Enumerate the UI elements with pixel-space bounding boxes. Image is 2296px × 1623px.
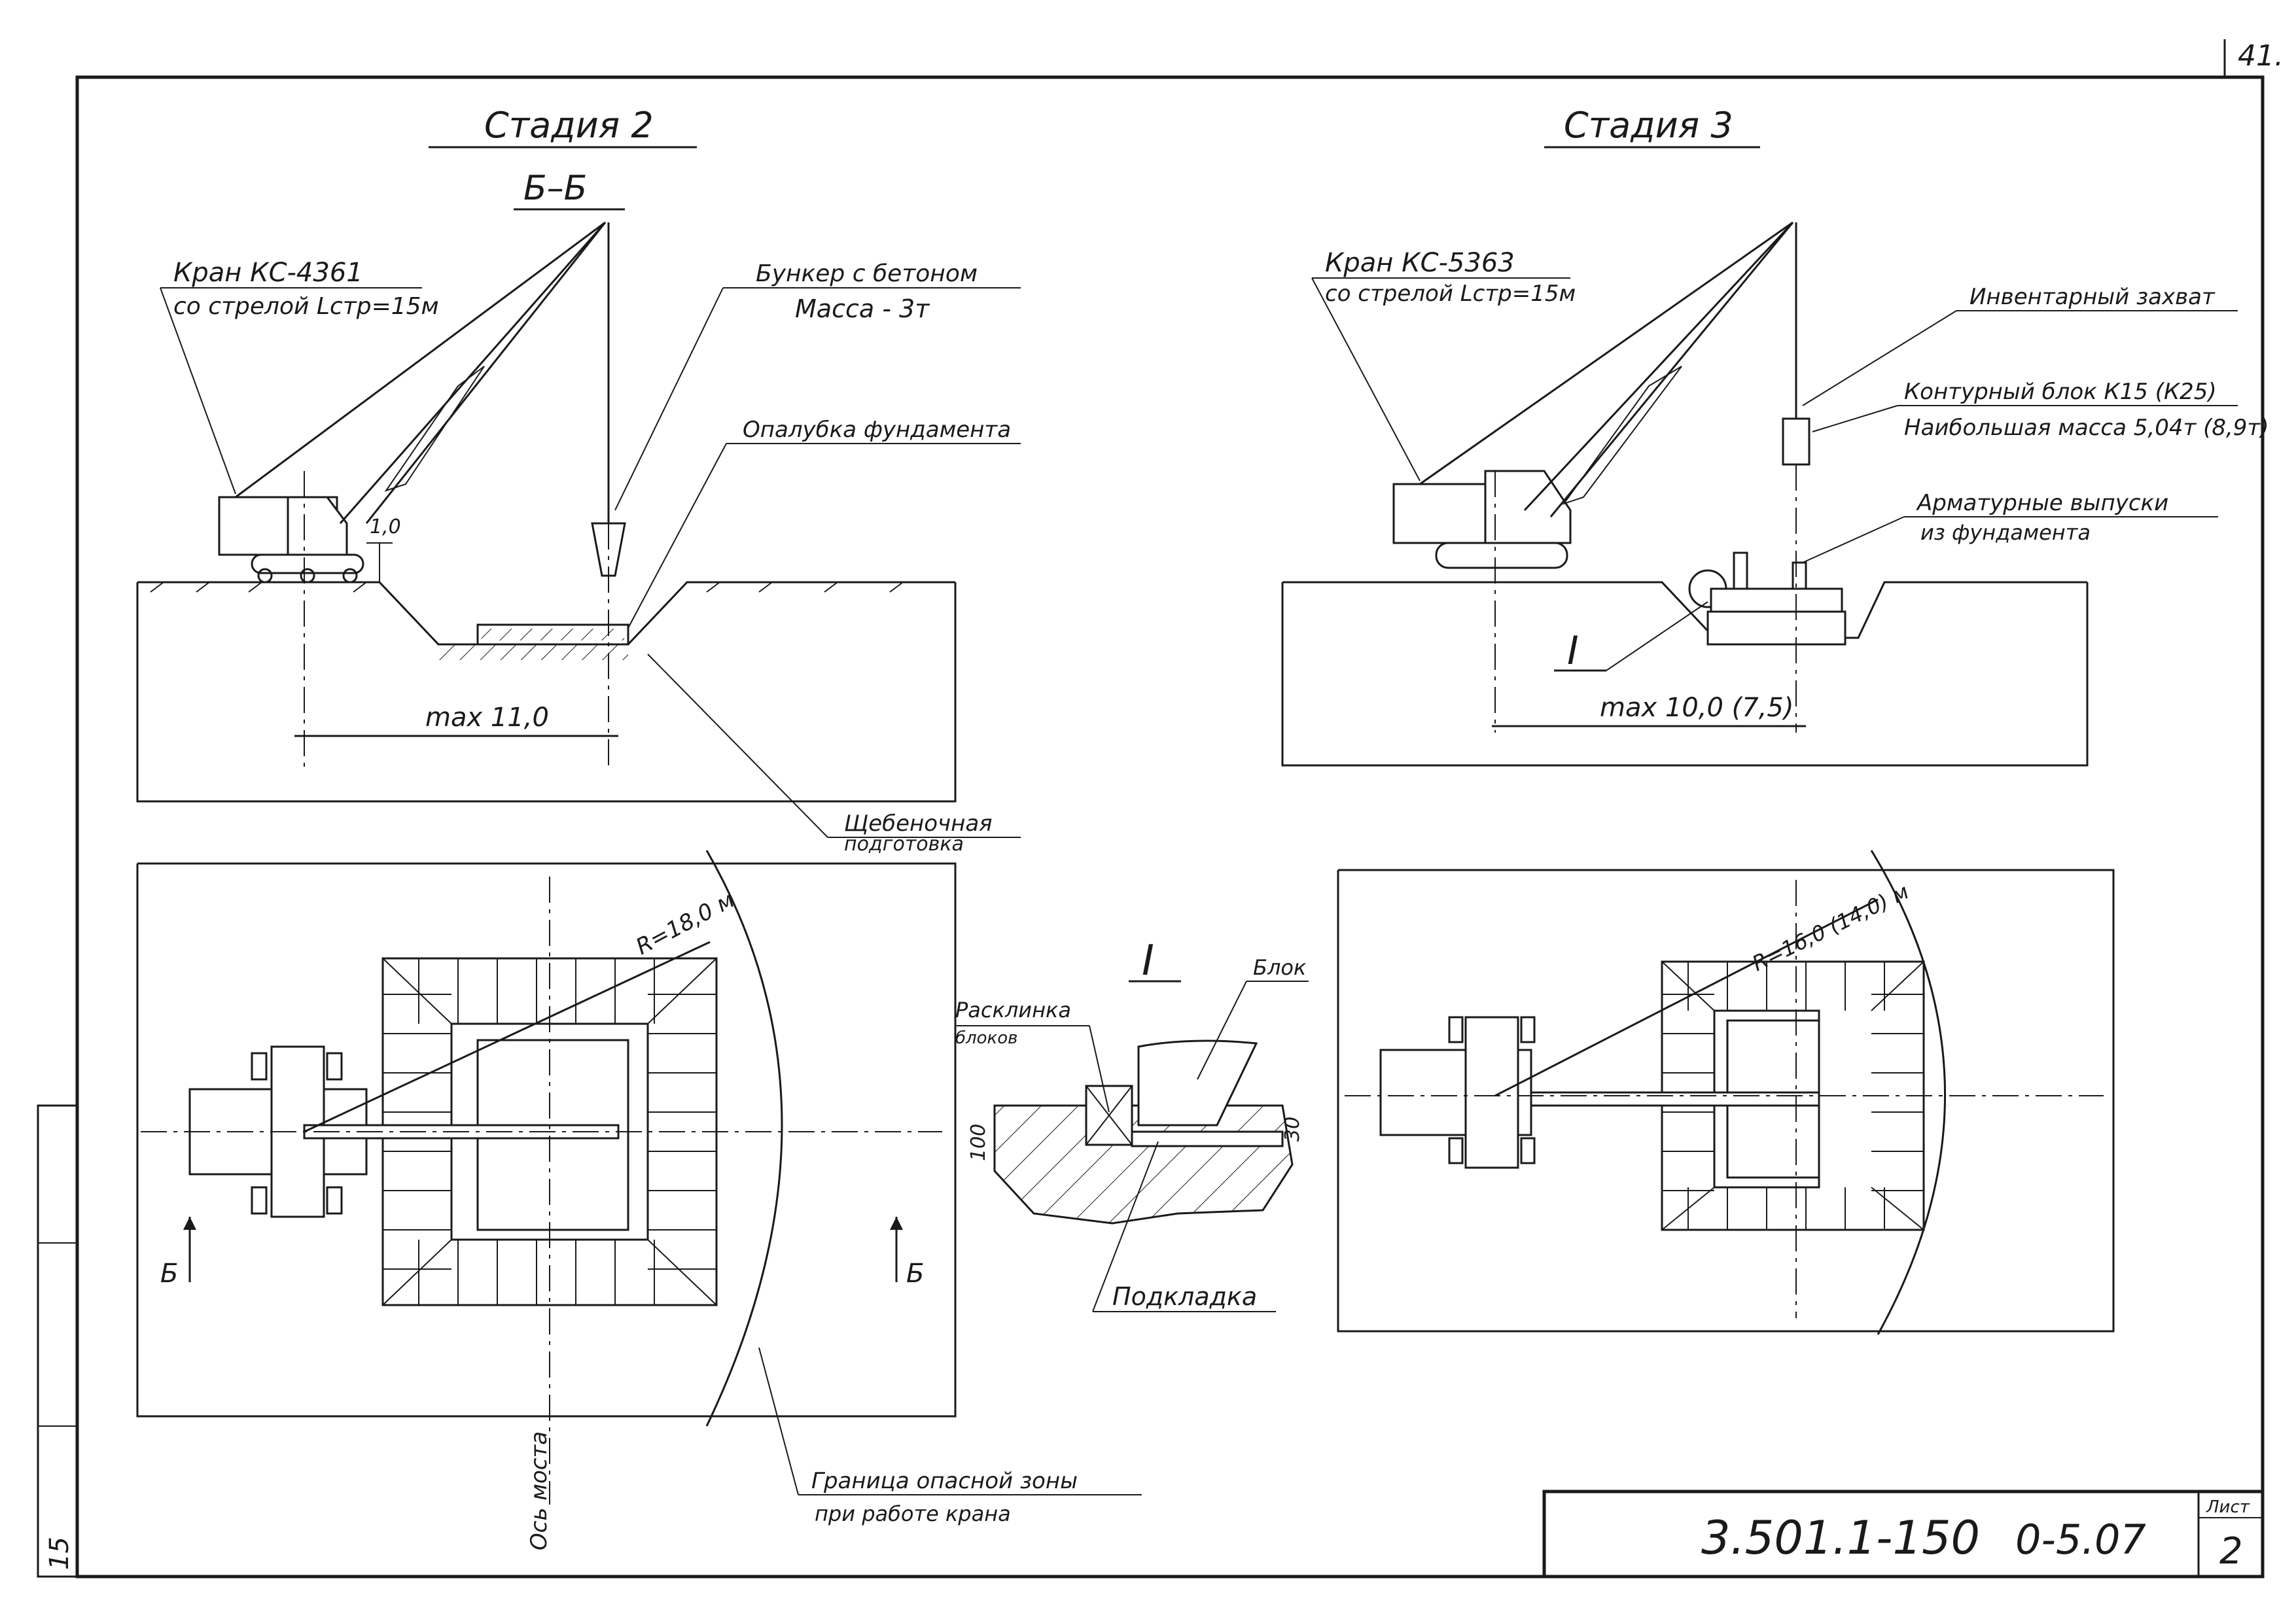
stage2-danger-2: при работе крана: [815, 1501, 1011, 1526]
sheet-number: 2: [2219, 1530, 2243, 1573]
stage2-crane-boom: со стрелой Lстр=15м: [173, 293, 439, 320]
stage3-rebar-1: Арматурные выпуски: [1916, 490, 2168, 516]
stage2-crane: [218, 221, 626, 772]
stage3-ground: [1281, 551, 2089, 767]
stage3-crane: [1392, 221, 1810, 733]
detail-block: Блок: [1253, 955, 1307, 980]
side-stamp-text: 15: [44, 1537, 75, 1570]
stage2-crane-name: Кран КС-4361: [173, 258, 363, 288]
left-side-stamp: 15: [37, 1104, 79, 1578]
sheet-label: Лист: [2206, 1497, 2250, 1517]
stage2-gravel-1: Щебеночная: [844, 811, 993, 837]
detail-wedge-1: Расклинка: [955, 998, 1071, 1022]
stage2-bridge-axis: Ось моста: [526, 1431, 552, 1550]
stage3-dim-reach: max 10,0 (7,5): [1600, 693, 1793, 723]
detail-dim-30: 30: [1281, 1117, 1304, 1142]
stage2-bunker-mass: Масса - 3т: [795, 294, 930, 323]
drawing-issue: 0-5.07: [2015, 1516, 2146, 1563]
stage2-bunker-name: Бункер с бетоном: [756, 260, 978, 287]
stage2-title: Стадия 2: [484, 105, 654, 146]
stage2-dim-height: 1,0: [370, 515, 401, 538]
sheet-frame: 41.: [75, 39, 2284, 1579]
stage2-elevation: Стадия 2 Б–Б: [136, 105, 1021, 856]
stage3-block-2: Наибольшая масса 5,04т (8,9т): [1904, 415, 2269, 441]
stage3-grab: Инвентарный захват: [1969, 284, 2216, 310]
detail-pad: Подкладка: [1112, 1282, 1257, 1311]
detail-node-I: I Расклинка блоков Блок 100 30 Подкладка: [955, 937, 1309, 1312]
stage3-callouts: Кран КС-5363 со стрелой Lстр=15м Инвента…: [1311, 248, 2269, 674]
title-block: 3.501.1-150 0-5.07 Лист 2: [1542, 1490, 2263, 1577]
stage2-cut-left: Б: [160, 1259, 178, 1289]
stage2-plan: R=18,0 м Б Б Ось моста Граница опасной з…: [136, 850, 1142, 1550]
detail-mark: I: [1142, 937, 1154, 985]
stage2-danger-1: Граница опасной зоны: [811, 1468, 1078, 1494]
stage2-dim-reach: max 11,0: [425, 703, 549, 733]
stage3-crane-name: Кран КС-5363: [1325, 248, 1515, 278]
stage2-radius: R=18,0 м: [631, 887, 739, 960]
detail-wedge-2: блоков: [955, 1028, 1018, 1048]
stage3-node-mark: I: [1567, 628, 1579, 674]
stage2-gravel-2: подготовка: [844, 833, 964, 856]
page-number: 41.: [2238, 39, 2284, 73]
stage2-section-label: Б–Б: [523, 169, 587, 208]
stage2-callouts: Кран КС-4361 со стрелой Lстр=15м Бункер …: [160, 258, 1021, 856]
stage3-crane-boom: со стрелой Lстр=15м: [1325, 281, 1576, 307]
stage2-cut-right: Б: [906, 1259, 924, 1289]
stage2-ground: [136, 581, 957, 803]
stage3-dimensions: max 10,0 (7,5): [1492, 693, 1806, 727]
stage2-dimensions: 1,0 max 11,0: [294, 515, 618, 737]
detail-dim-100: 100: [967, 1124, 990, 1161]
stage3-rebar-2: из фундамента: [1920, 520, 2091, 545]
stage3-plan: R=16,0 (14,0) м: [1337, 850, 2115, 1335]
stage3-title: Стадия 3: [1564, 105, 1733, 146]
drawing-designation: 3.501.1-150: [1701, 1511, 1980, 1565]
stage2-formwork: Опалубка фундамента: [743, 417, 1011, 443]
stage3-block-1: Контурный блок К15 (К25): [1904, 379, 2217, 405]
stage3-elevation: Стадия 3 max 10,0 (7,5): [1281, 105, 2269, 767]
